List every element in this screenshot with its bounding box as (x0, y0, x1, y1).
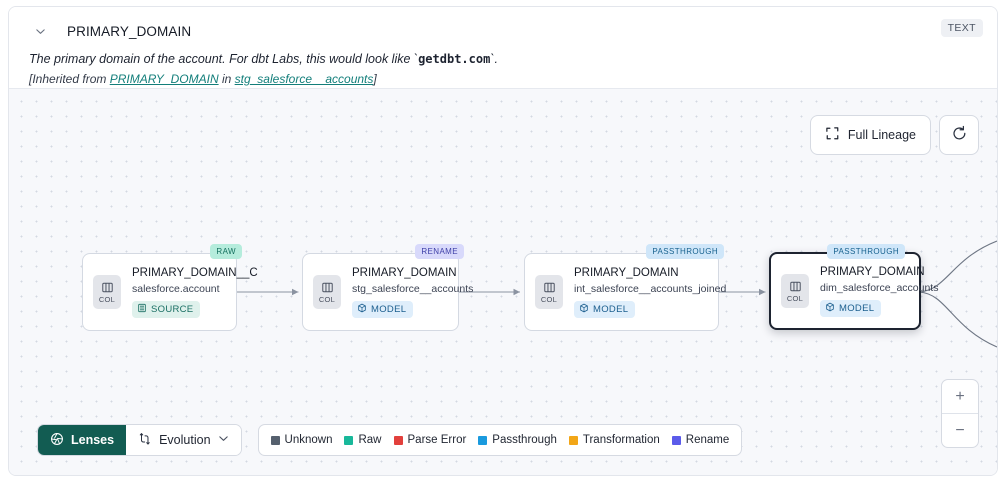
lineage-node[interactable]: PASSTHROUGH COL PRIMARY_DOMAIN int_sales… (524, 244, 727, 331)
aperture-icon (50, 432, 64, 449)
legend-swatch (568, 435, 578, 445)
lineage-legend: Unknown Raw Parse Error Passthrough Tran… (257, 424, 743, 456)
evolution-dropdown[interactable]: Evolution (126, 425, 241, 455)
lens-selector-group: Lenses Evolution (37, 424, 242, 456)
node-body: PRIMARY_DOMAIN__C salesforce.account SOU… (132, 266, 258, 318)
inherited-model-link[interactable]: stg_salesforce__accounts (234, 72, 374, 86)
panel-header: PRIMARY_DOMAIN TEXT The primary domain o… (9, 7, 997, 89)
column-icon: COL (313, 275, 341, 309)
column-icon: COL (781, 274, 809, 308)
chevron-down-icon[interactable] (29, 20, 51, 42)
node-badge: PASSTHROUGH (827, 244, 905, 259)
lineage-node[interactable]: RAW COL PRIMARY_DOMAIN__C salesforce.acc… (82, 244, 258, 331)
node-kind-label: MODEL (593, 303, 629, 315)
legend-swatch (671, 435, 681, 445)
inherited-mid: in (218, 72, 235, 86)
node-badge: RAW (210, 244, 242, 259)
legend-swatch (478, 435, 488, 445)
description-code: getdbt.com (418, 52, 491, 66)
legend-label: Transformation (582, 434, 660, 446)
lineage-node-selected[interactable]: PASSTHROUGH COL PRIMARY_DOMAIN dim_sales… (769, 244, 939, 330)
node-kind-chip: SOURCE (132, 300, 201, 318)
node-title: PRIMARY_DOMAIN (820, 265, 925, 278)
evolution-flow-icon (138, 432, 152, 449)
description-suffix: `. (490, 52, 498, 66)
full-lineage-label: Full Lineage (847, 128, 916, 142)
refresh-button[interactable] (939, 115, 979, 155)
legend-item: Parse Error (393, 434, 467, 446)
node-title: PRIMARY_DOMAIN__C (132, 266, 258, 279)
chevron-down-icon (218, 433, 229, 447)
zoom-in-button[interactable]: + (942, 380, 978, 414)
node-subtitle: dim_salesforce_accounts (820, 281, 939, 294)
page-title: PRIMARY_DOMAIN (67, 23, 192, 39)
node-subtitle: stg_salesforce__accounts (352, 282, 474, 295)
node-subtitle: int_salesforce__accounts_joined (574, 282, 727, 295)
column-icon-label: COL (98, 294, 116, 304)
inherited-suffix: ] (373, 72, 377, 86)
canvas-bottom-bar: Lenses Evolution (37, 424, 743, 456)
node-kind-label: MODEL (839, 302, 875, 314)
refresh-icon (951, 125, 968, 145)
lenses-button[interactable]: Lenses (38, 425, 127, 455)
zoom-controls: + − (941, 379, 979, 448)
legend-item: Transformation (568, 434, 660, 446)
zoom-out-button[interactable]: − (955, 421, 965, 439)
evolution-label: Evolution (159, 433, 211, 447)
column-icon: COL (535, 275, 563, 309)
node-badge: RENAME (415, 244, 464, 259)
column-icon: COL (93, 275, 121, 309)
inherited-prefix: [Inherited from (29, 72, 110, 86)
inherited-from-row: [Inherited from PRIMARY_DOMAIN in stg_sa… (29, 72, 981, 86)
legend-swatch (270, 435, 280, 445)
edge-branch-down (919, 291, 997, 348)
column-lineage-panel: PRIMARY_DOMAIN TEXT The primary domain o… (8, 6, 998, 476)
node-title: PRIMARY_DOMAIN (574, 266, 679, 279)
column-icon-label: COL (786, 293, 804, 303)
node-kind-label: SOURCE (151, 303, 194, 315)
title-row: PRIMARY_DOMAIN (25, 17, 981, 45)
canvas-top-controls: Full Lineage (809, 115, 979, 155)
legend-swatch (393, 435, 403, 445)
legend-swatch (344, 435, 354, 445)
full-lineage-button[interactable]: Full Lineage (809, 115, 931, 155)
legend-label: Raw (358, 434, 382, 446)
node-body: PRIMARY_DOMAIN stg_salesforce__accounts … (352, 266, 474, 318)
model-icon (825, 302, 835, 315)
legend-label: Passthrough (492, 434, 557, 446)
column-description: The primary domain of the account. For d… (29, 52, 981, 66)
lineage-node[interactable]: RENAME COL PRIMARY_DOMAIN stg_salesforce… (302, 244, 474, 331)
node-kind-chip: MODEL (352, 300, 414, 318)
node-kind-label: MODEL (371, 303, 407, 315)
node-kind-chip: MODEL (574, 300, 636, 318)
column-icon-label: COL (540, 294, 558, 304)
inherited-column-link[interactable]: PRIMARY_DOMAIN (109, 72, 219, 86)
legend-item: Raw (344, 434, 382, 446)
node-kind-chip: MODEL (820, 299, 882, 317)
lenses-label: Lenses (71, 433, 115, 447)
expand-corners-icon (825, 126, 840, 144)
source-icon (137, 303, 147, 316)
status-badge: TEXT (940, 19, 983, 37)
node-badge: PASSTHROUGH (646, 244, 724, 259)
legend-item: Unknown (270, 434, 333, 446)
lineage-canvas[interactable]: Full Lineage RAW COL (9, 89, 997, 475)
node-subtitle: salesforce.account (132, 282, 220, 295)
legend-label: Unknown (284, 434, 333, 446)
model-icon (579, 303, 589, 316)
column-icon-label: COL (318, 294, 336, 304)
legend-label: Parse Error (407, 434, 467, 446)
node-body: PRIMARY_DOMAIN int_salesforce__accounts_… (574, 266, 727, 318)
node-body: PRIMARY_DOMAIN dim_salesforce_accounts M… (820, 265, 939, 317)
node-title: PRIMARY_DOMAIN (352, 266, 457, 279)
model-icon (357, 303, 367, 316)
legend-item: Passthrough (478, 434, 557, 446)
legend-label: Rename (685, 434, 730, 446)
description-prefix: The primary domain of the account. For d… (29, 52, 419, 66)
legend-item: Rename (671, 434, 730, 446)
